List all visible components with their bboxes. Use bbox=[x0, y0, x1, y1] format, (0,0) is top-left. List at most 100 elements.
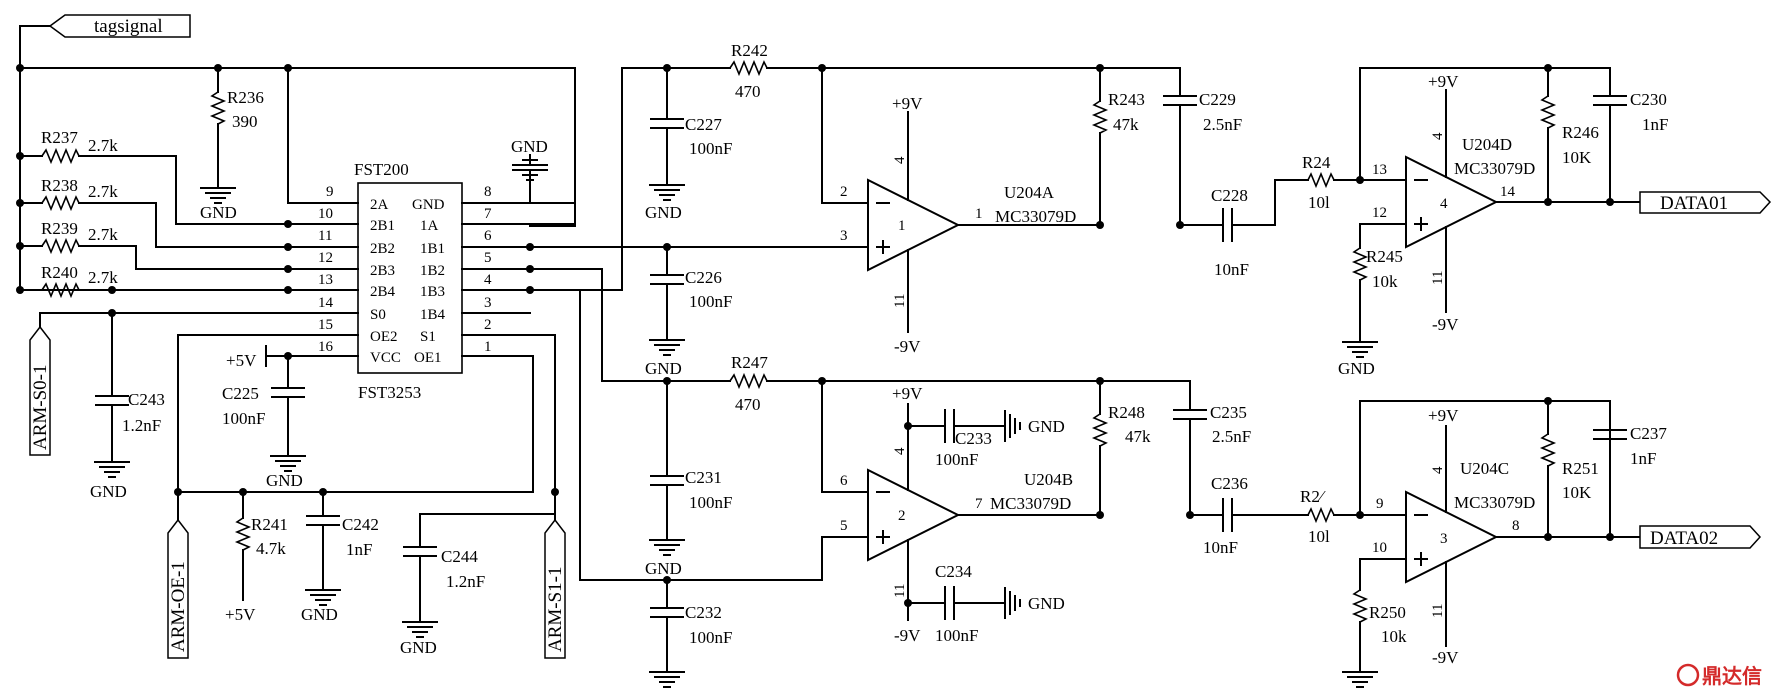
svg-text:4: 4 bbox=[892, 447, 908, 455]
svg-text:1: 1 bbox=[975, 206, 983, 222]
svg-text:R24: R24 bbox=[1302, 153, 1331, 172]
svg-text:2: 2 bbox=[898, 508, 906, 524]
svg-text:11: 11 bbox=[1430, 604, 1446, 618]
svg-text:9: 9 bbox=[326, 184, 334, 200]
capacitor-c244: C244 1.2nF bbox=[403, 513, 556, 613]
capacitor-c227: C227 100nF bbox=[650, 67, 732, 176]
svg-text:10K: 10K bbox=[1562, 483, 1592, 502]
svg-text:13: 13 bbox=[318, 272, 333, 288]
svg-text:100nF: 100nF bbox=[222, 409, 265, 428]
ic-gnd-pin8: GND bbox=[511, 137, 548, 204]
svg-text:DATA02: DATA02 bbox=[1650, 528, 1718, 549]
svg-text:GND: GND bbox=[90, 482, 127, 501]
svg-text:+5V: +5V bbox=[225, 605, 256, 624]
svg-text:2.7k: 2.7k bbox=[88, 182, 118, 201]
svg-text:11: 11 bbox=[892, 294, 908, 308]
svg-text:C244: C244 bbox=[441, 547, 478, 566]
svg-text:-9V: -9V bbox=[1432, 315, 1459, 334]
svg-text:4: 4 bbox=[1430, 132, 1446, 140]
svg-text:5: 5 bbox=[840, 518, 848, 534]
svg-text:+9V: +9V bbox=[892, 384, 923, 403]
svg-text:3: 3 bbox=[1440, 531, 1448, 547]
svg-text:GND: GND bbox=[400, 638, 437, 657]
svg-text:GND: GND bbox=[200, 203, 237, 222]
svg-text:12: 12 bbox=[1372, 205, 1387, 221]
svg-text:4: 4 bbox=[1440, 196, 1448, 212]
svg-text:2.7k: 2.7k bbox=[88, 225, 118, 244]
resistor-r24-second: R2⁄ 10l bbox=[1300, 487, 1407, 546]
svg-text:10: 10 bbox=[318, 206, 333, 222]
svg-text:10l: 10l bbox=[1308, 527, 1330, 546]
svg-text:鼎达信: 鼎达信 bbox=[1702, 664, 1762, 688]
svg-text:C230: C230 bbox=[1630, 90, 1667, 109]
svg-text:C227: C227 bbox=[685, 115, 722, 134]
svg-text:2B3: 2B3 bbox=[370, 263, 395, 279]
svg-text:R238: R238 bbox=[41, 176, 78, 195]
svg-text:47k: 47k bbox=[1113, 115, 1139, 134]
svg-text:2: 2 bbox=[484, 317, 492, 333]
resistor-r236: R236 390 bbox=[209, 67, 264, 179]
svg-text:C226: C226 bbox=[685, 268, 722, 287]
svg-text:1B4: 1B4 bbox=[420, 307, 446, 323]
capacitor-c232: C232 100nF bbox=[650, 579, 732, 663]
resistor-r242: R242 470 bbox=[621, 41, 1181, 291]
svg-text:C235: C235 bbox=[1210, 403, 1247, 422]
resistor-r238: R238 2.7k bbox=[19, 176, 335, 248]
svg-text:U204B: U204B bbox=[1024, 470, 1073, 489]
resistor-r246: R246 10K bbox=[1539, 67, 1599, 203]
svg-text:ARM-OE-1: ARM-OE-1 bbox=[168, 561, 189, 652]
svg-text:100nF: 100nF bbox=[935, 450, 978, 469]
svg-text:1B3: 1B3 bbox=[420, 284, 445, 300]
svg-text:MC33079D: MC33079D bbox=[990, 494, 1071, 513]
svg-text:14: 14 bbox=[1500, 184, 1516, 200]
svg-text:2: 2 bbox=[840, 184, 848, 200]
svg-text:3: 3 bbox=[484, 295, 492, 311]
svg-text:2.5nF: 2.5nF bbox=[1203, 115, 1242, 134]
svg-text:C229: C229 bbox=[1199, 90, 1236, 109]
svg-text:MC33079D: MC33079D bbox=[1454, 159, 1535, 178]
resistor-r248: R248 47k bbox=[1091, 380, 1151, 516]
svg-text:R237: R237 bbox=[41, 128, 78, 147]
svg-text:1A: 1A bbox=[420, 218, 439, 234]
svg-text:2.7k: 2.7k bbox=[88, 268, 118, 287]
capacitor-c228: C228 10nF bbox=[1179, 186, 1276, 279]
svg-text:C225: C225 bbox=[222, 384, 259, 403]
svg-text:GND: GND bbox=[1338, 359, 1375, 378]
svg-text:C243: C243 bbox=[128, 390, 165, 409]
svg-text:R251: R251 bbox=[1562, 459, 1599, 478]
svg-text:FST200: FST200 bbox=[354, 160, 409, 179]
arm-oe-port: ARM-OE-1 bbox=[167, 491, 189, 659]
svg-text:10K: 10K bbox=[1562, 148, 1592, 167]
resistor-r250: R250 10k bbox=[1351, 558, 1407, 663]
svg-text:10l: 10l bbox=[1308, 193, 1330, 212]
svg-text:1: 1 bbox=[898, 218, 906, 234]
svg-text:GND: GND bbox=[1028, 417, 1065, 436]
svg-text:390: 390 bbox=[232, 112, 258, 131]
resistor-r241: R241 4.7k +5V bbox=[225, 491, 288, 624]
svg-text:6: 6 bbox=[840, 473, 848, 489]
svg-text:15: 15 bbox=[318, 317, 333, 333]
svg-text:-9V: -9V bbox=[894, 337, 921, 356]
opamp-u204c: 9 10 3 +9V 4 -9V 11 8 U204C MC33079D bbox=[1359, 400, 1641, 667]
svg-text:2B1: 2B1 bbox=[370, 218, 395, 234]
svg-text:S0: S0 bbox=[370, 307, 386, 323]
svg-text:U204D: U204D bbox=[1462, 135, 1512, 154]
svg-text:4: 4 bbox=[1430, 466, 1446, 474]
svg-text:-9V: -9V bbox=[1432, 648, 1459, 667]
resistor-r24: R24 10l bbox=[1274, 153, 1399, 226]
svg-text:100nF: 100nF bbox=[935, 626, 978, 645]
resistor-r243: R243 47k bbox=[1091, 67, 1145, 226]
svg-text:+9V: +9V bbox=[892, 94, 923, 113]
svg-text:11: 11 bbox=[1430, 271, 1446, 285]
svg-text:MC33079D: MC33079D bbox=[995, 207, 1076, 226]
svg-text:GND: GND bbox=[645, 203, 682, 222]
svg-text:14: 14 bbox=[318, 295, 334, 311]
svg-text:1B1: 1B1 bbox=[420, 241, 445, 257]
svg-text:1nF: 1nF bbox=[1630, 449, 1656, 468]
svg-text:C233: C233 bbox=[955, 429, 992, 448]
svg-text:11: 11 bbox=[892, 584, 908, 598]
svg-text:GND: GND bbox=[511, 137, 548, 156]
watermark-logo: 鼎达信 bbox=[1676, 663, 1762, 688]
